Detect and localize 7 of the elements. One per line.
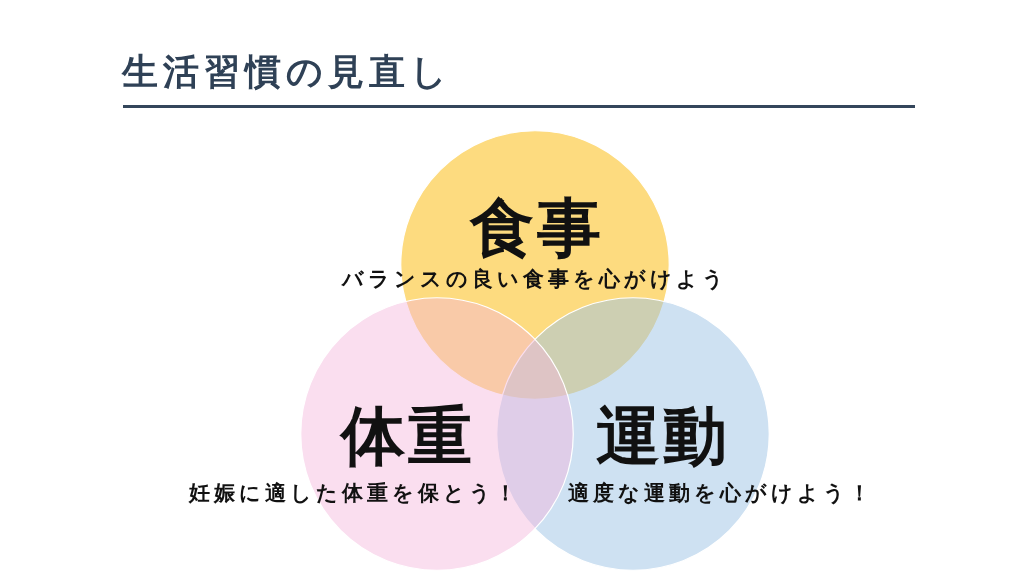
slide-title: 生活習慣の見直し [122,54,452,90]
circle-heading: 体重 [338,404,475,468]
circle-heading: 運動 [594,404,730,468]
circle-caption: 適度な運動を心がけよう！ [567,482,874,504]
circle-heading: 食事 [468,196,604,260]
circle-caption: 妊娠に適した体重を保とう！ [187,482,520,504]
circle-caption: バランスの良い食事を心がけよう [340,268,728,290]
